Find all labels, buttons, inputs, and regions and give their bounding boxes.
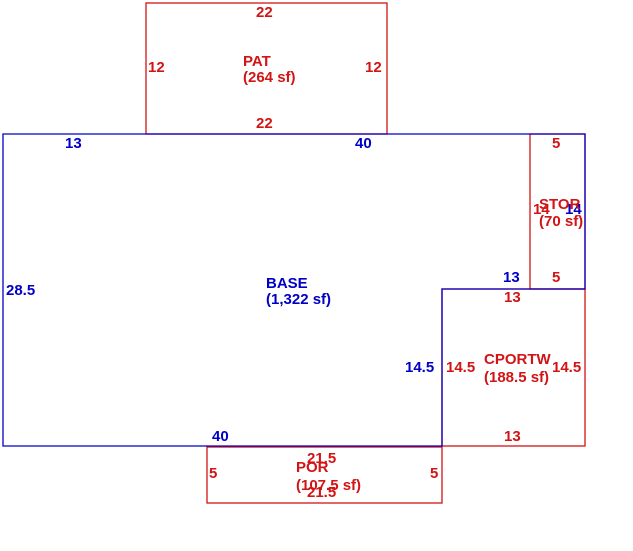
base-inner-dim: 14.5 (405, 359, 434, 376)
cportw-top-dim: 13 (504, 289, 521, 306)
pat-name: PAT (243, 53, 271, 70)
por-left-dim: 5 (209, 465, 217, 482)
base-step-dim: 13 (503, 269, 520, 286)
pat-left-dim: 12 (148, 59, 165, 76)
pat-right-dim: 12 (365, 59, 382, 76)
pat-area: (264 sf) (243, 69, 296, 86)
cportw-name: CPORTW (484, 351, 552, 368)
base-name: BASE (266, 275, 308, 292)
stor-name: STOR (539, 196, 581, 213)
stor-bottom-dim: 5 (552, 269, 560, 286)
base-bottom-dim: 40 (212, 428, 229, 445)
por-top-dim: 21.5 (307, 450, 336, 467)
cportw-bottom-dim: 13 (504, 428, 521, 445)
stor-left-dim: 14 (533, 201, 550, 218)
stor-top-dim: 5 (552, 135, 560, 152)
base-area: (1,322 sf) (266, 291, 331, 308)
por-name: POR (296, 459, 329, 476)
base-top-mid-dim: 40 (355, 135, 372, 152)
pat-top-dim: 22 (256, 4, 273, 21)
cportw-left-dim: 14.5 (446, 359, 475, 376)
por-bottom-dim: 21.5 (307, 484, 336, 501)
stor-right-dim: 14 (565, 201, 582, 218)
por-right-dim: 5 (430, 465, 438, 482)
base-top-left-dim: 13 (65, 135, 82, 152)
por-outline (206, 446, 443, 504)
base-outline (2, 133, 586, 447)
cportw-right-dim: 14.5 (552, 359, 581, 376)
cportw-area: (188.5 sf) (484, 369, 549, 386)
base-left-dim: 28.5 (6, 282, 35, 299)
por-area: (107.5 sf) (296, 477, 361, 494)
pat-bottom-dim: 22 (256, 115, 273, 132)
stor-area: (70 sf) (539, 213, 583, 230)
